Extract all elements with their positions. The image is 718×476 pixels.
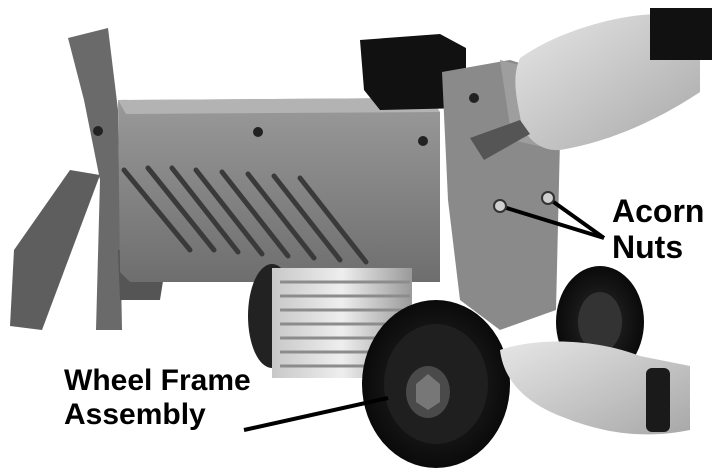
- acorn-nuts-label-line1: Acorn: [612, 193, 705, 229]
- acorn-nuts-pointer: [499, 196, 606, 240]
- splitter-beam: [93, 98, 440, 282]
- upper-hand: [470, 8, 712, 160]
- wheel-frame-label-line1: Wheel Frame: [64, 364, 251, 397]
- front-wheel: [362, 300, 510, 468]
- wheel-frame-label-line2: Assembly: [64, 397, 206, 431]
- acorn-nuts-label-line2: Nuts: [612, 228, 684, 265]
- acorn-nut-2: [541, 191, 555, 205]
- control-box: [360, 34, 466, 110]
- wheel-frame-assembly-label: Wheel Frame Assembly: [64, 364, 251, 431]
- acorn-nuts-label: Acorn Nuts: [612, 193, 705, 266]
- lower-hand: [500, 341, 690, 435]
- acorn-nut-1: [493, 199, 507, 213]
- wheel-frame-pointer: [243, 396, 389, 432]
